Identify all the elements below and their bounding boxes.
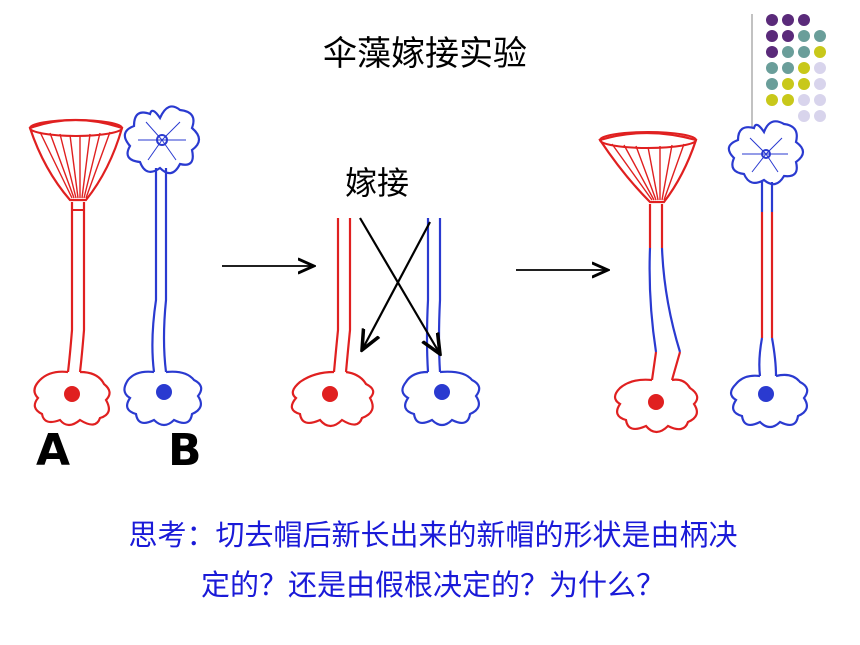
question-line-2: 定的？还是由假根决定的？为什么？ [200,568,665,602]
alga-a [28,118,124,427]
decorative-dot [814,30,826,42]
result-2 [727,120,809,429]
umbrella-cap-icon [598,131,698,204]
decorative-dot [798,30,810,42]
decorative-dot [814,110,826,122]
decorative-dot [766,62,778,74]
label-a: A [36,425,71,476]
decorative-dot [782,30,794,42]
decorative-dot [814,78,826,90]
decorative-dot [782,62,794,74]
decorative-dot [766,46,778,58]
decorative-dot [782,14,794,26]
decorative-dot [798,14,810,26]
decorative-dot [766,78,778,90]
arrow-icon [362,221,431,350]
decorative-dot [766,14,778,26]
graft-label: 嫁接 [345,164,410,202]
arrow-icon [359,217,440,354]
decorative-dot [814,62,826,74]
umbrella-cap-icon [28,118,124,202]
decorative-dot [766,94,778,106]
decorative-dot [798,78,810,90]
decorative-dot [766,30,778,42]
decorative-dot [798,62,810,74]
decorative-dot [814,94,826,106]
label-b: B [168,425,202,476]
result-1 [598,131,699,434]
decorative-dot [782,94,794,106]
flower-cap-icon [123,105,201,175]
decorative-dot [782,78,794,90]
decorative-dot [798,46,810,58]
decorative-dot [814,46,826,58]
question-text: 思考：切去帽后新长出来的新帽的形状是由柄决 定的？还是由假根决定的？为什么？ [18,510,848,610]
alga-b [123,105,203,427]
decorative-dot [798,94,810,106]
decorative-dot [798,110,810,122]
question-line-1: 思考：切去帽后新长出来的新帽的形状是由柄决 [128,518,738,552]
alga-a-cut [290,218,375,428]
flower-cap-icon [727,120,805,186]
decorative-dot-grid [766,14,826,122]
decorative-dot [782,46,794,58]
alga-b-cut [401,218,481,427]
page-title: 伞藻嫁接实验 [323,34,527,74]
